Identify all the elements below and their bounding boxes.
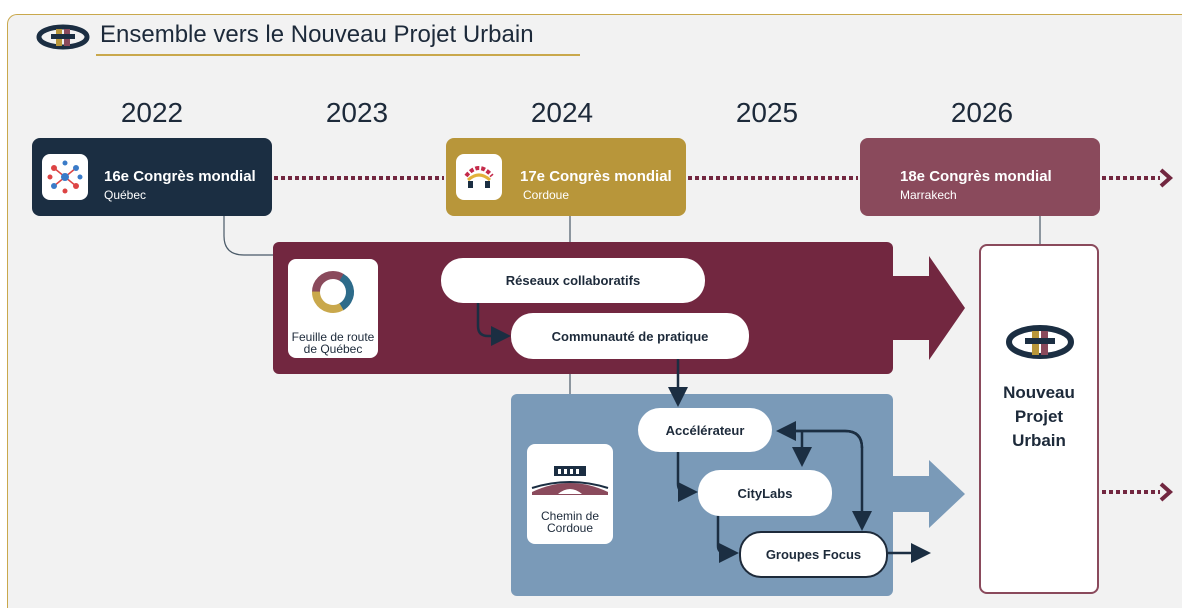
- pill-citylabs: CityLabs: [698, 470, 832, 516]
- title-underline: [96, 54, 580, 56]
- bridge-icon: [531, 466, 609, 495]
- congress-17-name: 17e Congrès mondial: [520, 168, 672, 185]
- roadmap-caption-line2: de Québec: [303, 342, 363, 356]
- cordoue-arch-icon: [456, 154, 502, 200]
- roadmap-caption-line1: Feuille de route: [291, 330, 375, 344]
- nouveau-projet-urbain-label: Nouveau Projet Urbain: [1003, 383, 1075, 450]
- year-2024: 2024: [530, 97, 594, 128]
- pill-groupes-focus: Groupes Focus: [739, 531, 888, 578]
- congress-16-card: 16e Congrès mondial Québec: [32, 138, 272, 216]
- npu-logo-icon: [1006, 325, 1074, 359]
- npu-logo-icon: [36, 24, 90, 50]
- year-2023: 2023: [325, 97, 389, 128]
- congress-18-city: Marrakech: [900, 188, 957, 202]
- year-2025: 2025: [735, 97, 799, 128]
- congress-16-city: Québec: [104, 188, 147, 202]
- pill-accelerateur: Accélérateur: [638, 408, 772, 452]
- congress-17-city: Cordoue: [523, 188, 570, 202]
- pill-communaute-de-pratique: Communauté de pratique: [511, 313, 749, 359]
- roadmap-ring-icon: [312, 271, 354, 313]
- cordoue-caption-line1: Chemin de: [540, 509, 600, 523]
- page-title: Ensemble vers le Nouveau Projet Urbain: [100, 21, 534, 48]
- congress-18-card: 18e Congrès mondial Marrakech: [860, 138, 1100, 216]
- chemin-de-cordoue-card: Chemin de Cordoue: [527, 444, 613, 544]
- network-icon: [42, 154, 88, 200]
- congress-16-name: 16e Congrès mondial: [104, 168, 256, 185]
- pill-reseaux-collaboratifs: Réseaux collaboratifs: [441, 258, 705, 303]
- congress-18-name: 18e Congrès mondial: [900, 168, 1052, 185]
- year-2022: 2022: [120, 97, 184, 128]
- congress-17-card: 17e Congrès mondial Cordoue: [446, 138, 686, 216]
- nouveau-projet-urbain-box: Nouveau Projet Urbain: [979, 244, 1099, 594]
- feuille-de-route-card: Feuille de route de Québec: [288, 259, 378, 358]
- year-2026: 2026: [950, 97, 1014, 128]
- cordoue-caption-line2: Cordoue: [546, 521, 594, 535]
